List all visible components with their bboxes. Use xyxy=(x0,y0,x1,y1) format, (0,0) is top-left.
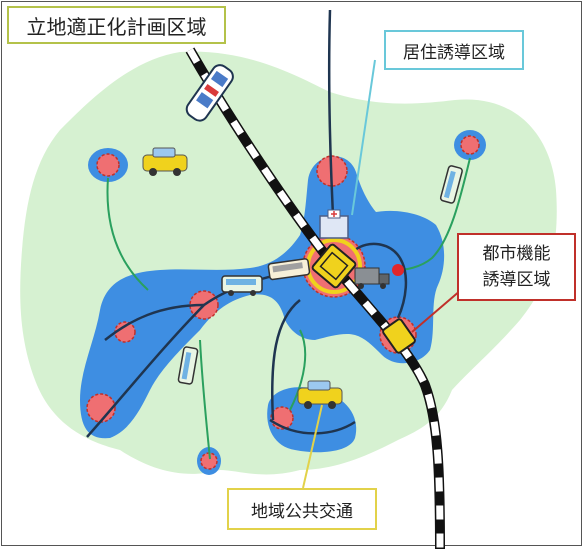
railway xyxy=(185,47,445,549)
hospital-icon xyxy=(319,209,349,239)
bus-icon xyxy=(177,346,199,385)
public-transport-label: 地域公共交通 xyxy=(227,488,377,530)
residential-zone-label: 居住誘導区域 xyxy=(384,30,524,70)
train-car-icon xyxy=(382,318,416,354)
truck-icon xyxy=(354,267,390,289)
bus-stop-dot xyxy=(392,264,404,276)
train-icon xyxy=(185,64,234,122)
urban-function-zone-label-line1: 都市機能 xyxy=(482,244,551,264)
bus-icon xyxy=(439,165,463,204)
urban-function-zone-label: 都市機能 誘導区域 xyxy=(457,233,576,301)
station-icon xyxy=(311,243,357,289)
callout-leaders xyxy=(302,59,462,489)
taxi-icon xyxy=(142,147,188,176)
planning-area-label: 立地適正化計画区域 xyxy=(7,6,226,44)
feeder-routes xyxy=(106,157,471,460)
bus-icon xyxy=(221,275,263,296)
bus-icon xyxy=(267,258,311,281)
urban-function-zone-label-line2: 誘導区域 xyxy=(482,270,551,290)
taxi-icon xyxy=(297,380,343,409)
